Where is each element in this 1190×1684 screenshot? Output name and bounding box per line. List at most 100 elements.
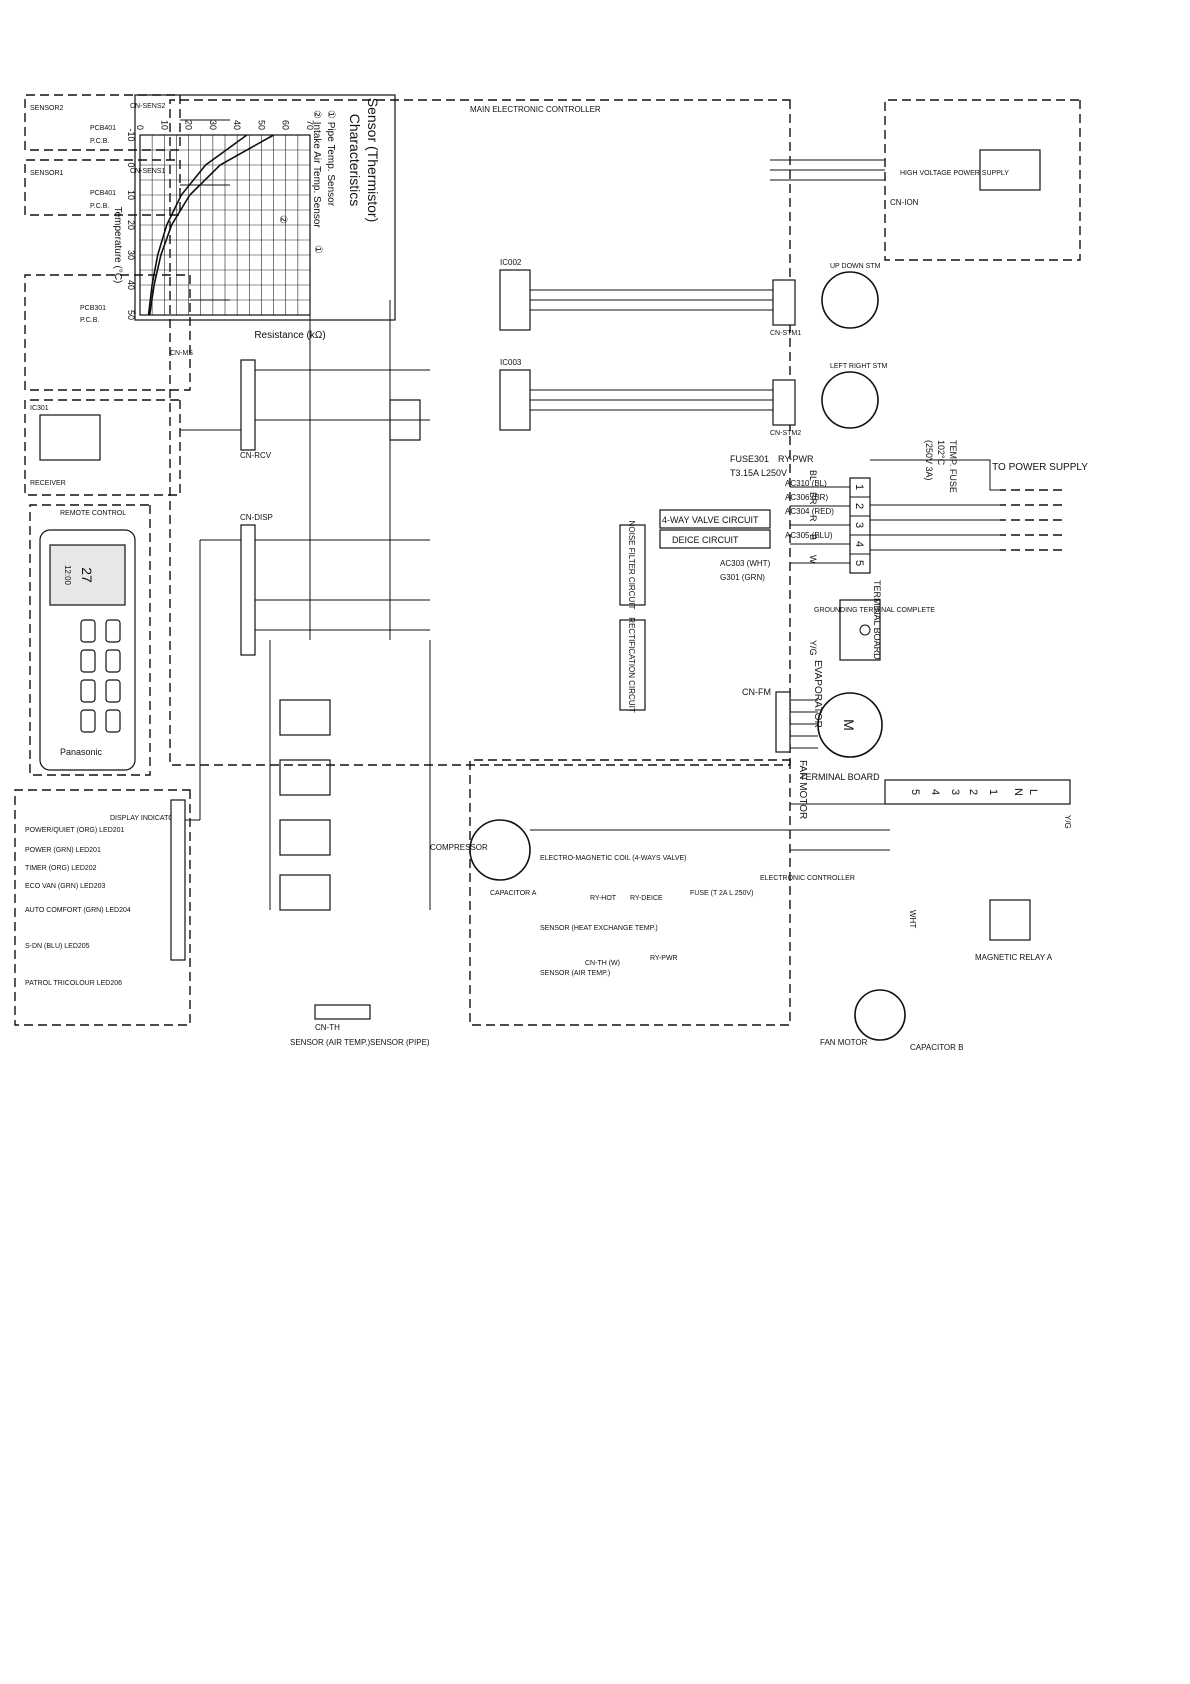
remote-btn-off-on[interactable] [105,619,121,643]
ry-pwr-label: RY-PWR [778,454,814,464]
remote-btn-air-swing[interactable] [80,619,96,643]
sensor-characteristics-chart: Sensor (Thermistor) Characteristics ① Pi… [112,94,396,341]
rectification-circuit [619,619,646,711]
display-indicator-label: DISPLAY INDICATOR [110,815,179,822]
remote-btn-mode[interactable] [105,649,121,673]
chart-x-tick-label: -10 [126,128,136,141]
cn-rcv-label: CN-RCV [240,451,272,460]
high-voltage-boundary [884,99,1081,261]
ry-pwr-outdoor: RY-PWR [650,955,678,962]
cn-sens2-label: CN-SENS2 [130,103,166,110]
grounding-label: GROUNDING TERMINAL COMPLETE [814,607,935,614]
chart-plot-area [139,134,311,316]
led-eco-van: ECO VAN (GRN) LED203 [25,883,105,890]
transistor-array [279,819,331,856]
wire-label-br: BR [808,492,818,505]
outdoor-terminal-board-label: TERMINAL BOARD [800,772,880,782]
wire-label-bl: BL [808,470,818,481]
chart-y-tick-label: 50 [256,120,266,130]
remote-temp: 27 [79,567,95,583]
controller-internal-circuitry [250,300,431,911]
main-controller-boundary [169,99,791,766]
fuse301-label: FUSE301 [730,454,769,464]
ac310-label: AC310 (BL) [785,479,827,488]
outdoor-terminal-3: 3 [949,789,961,795]
remote-btn-cancel[interactable] [80,679,96,703]
indoor-terminal-board: 1 2 3 4 5 [849,477,871,574]
outdoor-terminal-body [884,779,1071,805]
outdoor-cn-th-label: CN-TH (W) [585,960,620,967]
sensor2-pcb: P.C.B. [90,138,109,145]
cn-ms-label: CN-MS [170,350,193,357]
ry-deice-label: RY-DEICE [630,895,663,902]
led-power: POWER (GRN) LED201 [25,847,101,854]
ic301-body [39,414,101,461]
wire-label-r: R [808,515,818,522]
remote-btn-fan-speed[interactable] [105,709,121,733]
noise-filter-label: NOISE FILTER CIRCUIT [627,521,636,610]
cn-stm1-label: CN-STM1 [770,330,801,337]
capacitor-b-label: CAPACITOR B [910,1043,964,1052]
cn-th-label: CN-TH [315,1023,340,1032]
remote-btn-timer[interactable] [80,649,96,673]
magnetic-relay [989,899,1031,941]
chart-x-tick-label: 40 [126,280,136,290]
up-down-stepper-motor [821,271,879,329]
outdoor-terminal-1: 1 [987,789,999,795]
cn-stm2-connector [772,379,796,426]
temp-fuse-label: TEMP. FUSE [948,440,958,493]
pcb301-label: PCB301 [80,305,106,312]
terminal-5: 5 [853,560,865,566]
transistor-array [279,699,331,736]
chart-y-tick-label: 30 [208,120,218,130]
left-right-stm-label: LEFT RIGHT STM [830,363,887,370]
chart-x-tick-label: 20 [126,220,136,230]
temp-fuse-rating: 102°C [936,440,946,466]
remote-control-label: REMOTE CONTROL [60,510,126,517]
terminal-4: 4 [853,541,865,547]
outdoor-terminal-n: N [1012,788,1024,796]
high-voltage-label: HIGH VOLTAGE POWER SUPPLY [900,170,1009,177]
ac303-label: AC303 (WHT) [720,559,771,568]
deice-label: DEICE CIRCUIT [672,535,739,545]
outdoor-terminal-board: N L 1 2 3 4 5 [884,779,1071,805]
chart-y-tick-label: 40 [232,120,242,130]
outdoor-terminal-2: 2 [967,789,979,795]
ic002-label: IC002 [500,258,522,267]
outdoor-controller-boundary [469,759,791,1026]
remote-btn-set[interactable] [80,709,96,733]
remote-brand: Panasonic [60,747,103,757]
evaporator-fan-motor [817,692,883,758]
grounding-terminal-box [839,599,881,661]
chart-y-tick-label: 0 [135,125,145,130]
capacitor-a-label: CAPACITOR A [490,890,537,897]
left-right-stepper: LEFT RIGHT STM CN-STM2 [770,363,887,437]
sensor-pipe-label: SENSOR (PIPE) [370,1038,430,1047]
bottom-wire-bundles [180,119,241,821]
noise-filter-circuit [619,524,646,606]
compressor-label: COMPRESSOR [430,843,488,852]
led-timer: TIMER (ORG) LED202 [25,865,97,872]
outdoor-fan-motor [854,989,906,1041]
outdoor-fuse-label: FUSE (T 2A L 250V) [690,890,753,897]
terminal-3: 3 [853,522,865,528]
ic002-body [499,269,531,331]
sensor2-pcb401: PCB401 [90,125,116,132]
ground-symbol [859,624,871,636]
cn-disp-label: CN-DISP [240,513,273,522]
led-labels: POWER/QUIET (ORG) LED201 POWER (GRN) LED… [25,827,131,987]
compressor-symbol [469,819,531,881]
to-power-supply-label: TO POWER SUPPLY [992,462,1088,473]
sensor2-boundary [24,94,181,151]
ry-hot-label: RY-HOT [590,895,617,902]
remote-btn-temp[interactable] [105,679,121,703]
chart-y-tick-label: 20 [184,120,194,130]
outdoor-sensor-air-label: SENSOR (AIR TEMP.) [540,970,610,977]
pcb301-boundary [24,274,191,391]
motor-m: M [841,719,857,731]
up-down-stepper: UP DOWN STM CN-STM1 [770,263,881,337]
